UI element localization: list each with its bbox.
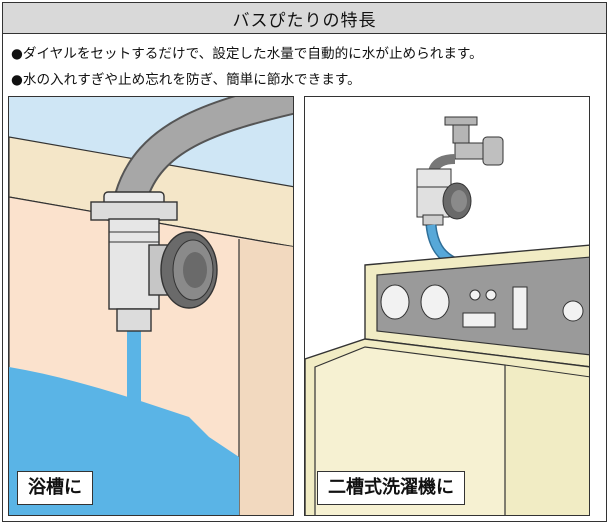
water-stream — [127, 327, 141, 437]
timer-knob-2 — [420, 284, 450, 320]
bathtub-illustration — [9, 97, 293, 515]
timer-knob-1 — [380, 284, 410, 320]
spin-lid-slot — [512, 286, 528, 330]
tub-side-wall — [239, 239, 293, 515]
bathtub-panel: 浴槽に — [8, 96, 294, 516]
faucet-body — [454, 142, 486, 160]
faucet-handle — [452, 124, 470, 144]
control-panel — [376, 256, 589, 356]
washing-machine-panel: 二槽式洗濯機に — [304, 96, 590, 516]
bathtub-caption: 浴槽に — [17, 471, 93, 505]
gray-hose — [116, 97, 293, 202]
valve-outlet — [116, 308, 152, 332]
washing-machine-caption: 二槽式洗濯機に — [317, 471, 465, 505]
washing-machine-illustration — [305, 97, 589, 515]
feature-list: ●ダイヤルをセットするだけで、設定した水量で自動的に水が止められます。 ●水の入… — [11, 41, 600, 93]
feature-item-save-water: ●水の入れすぎや止め忘れを防ぎ、簡単に節水できます。 — [11, 72, 361, 88]
section-title: バスぴたりの特長 — [3, 3, 606, 34]
feature-item-auto-stop: ●ダイヤルをセットするだけで、設定した水量で自動的に水が止められます。 — [11, 46, 483, 62]
